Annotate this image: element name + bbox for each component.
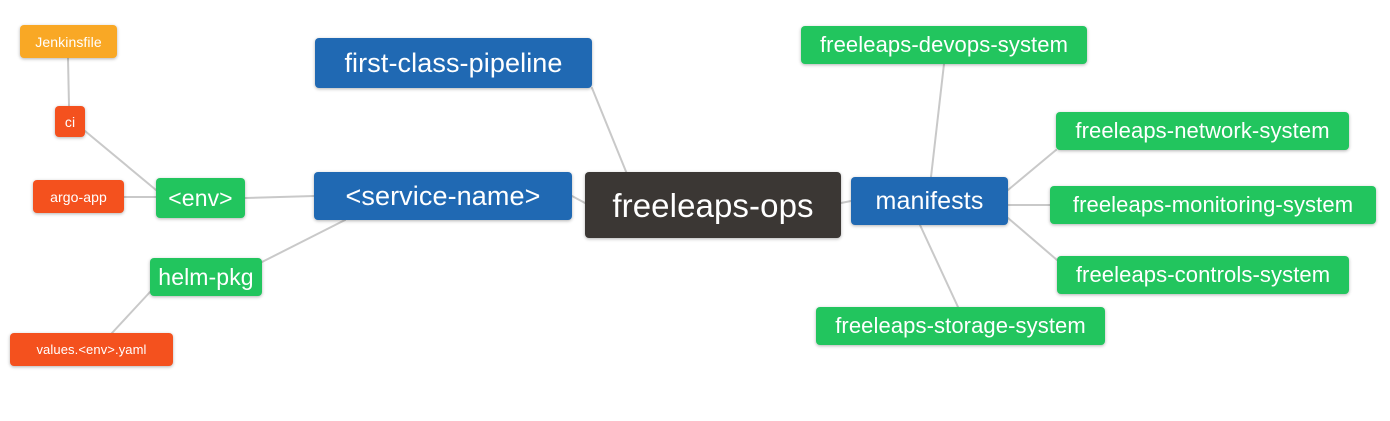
mindmap-node-argo-app[interactable]: argo-app xyxy=(33,180,124,213)
mindmap-edge xyxy=(261,219,346,263)
mindmap-node-first-class-pipeline[interactable]: first-class-pipeline xyxy=(315,38,592,88)
mindmap-node-label: values.<env>.yaml xyxy=(36,342,147,357)
mindmap-node-label: manifests xyxy=(875,186,984,215)
mindmap-node-helm-pkg[interactable]: helm-pkg xyxy=(150,258,262,296)
mindmap-node-freeleaps-monitoring-system[interactable]: freeleaps-monitoring-system xyxy=(1050,186,1376,224)
mindmap-node-label: <env> xyxy=(168,184,233,211)
mindmap-node-label: freeleaps-network-system xyxy=(1075,118,1330,143)
mindmap-edge xyxy=(1007,149,1057,191)
mindmap-edge xyxy=(244,195,315,199)
mindmap-node-freeleaps-devops-system[interactable]: freeleaps-devops-system xyxy=(801,26,1087,64)
mindmap-node-label: ci xyxy=(64,113,76,130)
mindmap-node-freeleaps-network-system[interactable]: freeleaps-network-system xyxy=(1056,112,1349,150)
mindmap-node-label: freeleaps-controls-system xyxy=(1075,262,1331,287)
mindmap-node-label: freeleaps-storage-system xyxy=(835,313,1086,338)
mindmap-node-label: freeleaps-monitoring-system xyxy=(1072,192,1354,217)
mindmap-node-freeleaps-controls-system[interactable]: freeleaps-controls-system xyxy=(1057,256,1349,294)
mindmap-edge xyxy=(591,87,628,175)
mindmap-node-manifests[interactable]: manifests xyxy=(851,177,1008,225)
mindmap-node-label: argo-app xyxy=(50,188,107,205)
mindmap-node-label: freeleaps-devops-system xyxy=(819,32,1069,57)
mindmap-edge xyxy=(919,224,959,308)
mindmap-node-freeleaps-storage-system[interactable]: freeleaps-storage-system xyxy=(816,307,1105,345)
mindmap-node-values-env-yaml[interactable]: values.<env>.yaml xyxy=(10,333,173,366)
mindmap-node-service-name[interactable]: <service-name> xyxy=(314,172,572,220)
mindmap-edge xyxy=(571,195,586,204)
mindmap-edge xyxy=(930,63,945,178)
mindmap-edge xyxy=(840,200,852,204)
mindmap-node-freeleaps-ops[interactable]: freeleaps-ops xyxy=(585,172,841,238)
mindmap-edge xyxy=(111,291,151,334)
mindmap-node-ci[interactable]: ci xyxy=(55,106,85,137)
mindmap-node-label: helm-pkg xyxy=(158,263,254,290)
mindmap-node-label: Jenkinsfile xyxy=(35,33,102,50)
mindmap-edge xyxy=(67,57,70,107)
mindmap-node-label: first-class-pipeline xyxy=(344,47,563,78)
mindmap-node-label: <service-name> xyxy=(345,180,541,211)
mindmap-node-label: freeleaps-ops xyxy=(612,186,814,224)
mindmap-edge xyxy=(1007,217,1058,261)
mindmap-node-jenkinsfile[interactable]: Jenkinsfile xyxy=(20,25,117,58)
mindmap-node-env[interactable]: <env> xyxy=(156,178,245,218)
